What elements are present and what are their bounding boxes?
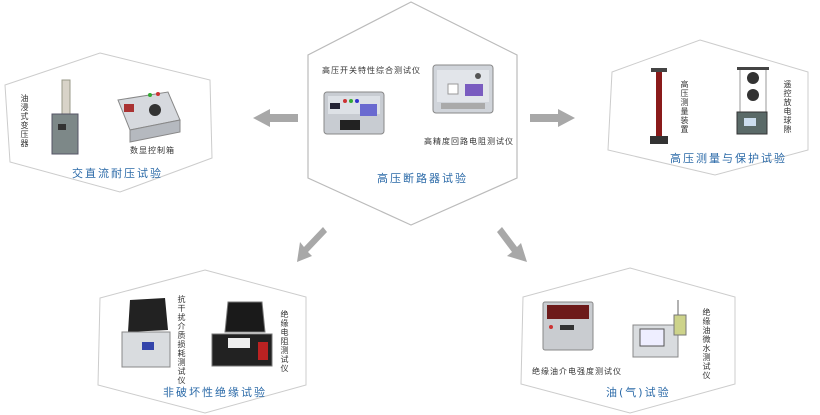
right-item-0-label: 高压测量装置: [680, 80, 689, 134]
left-hexagon: [4, 52, 213, 193]
left-item-1-label: 数显控制箱: [130, 146, 175, 155]
switch-tester-device: [323, 91, 385, 135]
oil-dielectric-tester-device: [542, 301, 594, 351]
loop-resistance-tester-device: [432, 64, 494, 114]
oil-micro-water-tester-device: [632, 300, 687, 358]
oil-transformer-device: [51, 79, 79, 155]
center-item-0-label: 高压开关特性综合测试仪: [322, 66, 421, 75]
right-title: 高压测量与保护试验: [670, 152, 787, 165]
arrow-down-left-icon: [297, 227, 327, 262]
right-item-1-label: 遥控放电球隙: [783, 80, 792, 134]
left-item-0-label: 油浸式变压器: [20, 94, 29, 148]
sphere-gap-device: [736, 67, 769, 135]
hv-measuring-device: [650, 68, 668, 144]
arrow-down-right-icon: [497, 227, 527, 262]
bottom-right-title: 油(气)试验: [606, 386, 671, 399]
arrow-right-icon: [530, 109, 575, 127]
center-hexagon: [307, 1, 518, 226]
arrow-left-icon: [253, 109, 298, 127]
control-box-device: [117, 91, 181, 143]
bottom-left-item-1-label: 绝缘电阻测试仪: [280, 310, 289, 373]
bottom-left-title: 非破坏性绝缘试验: [163, 386, 267, 399]
insulation-resistance-tester-device: [211, 301, 273, 367]
center-item-1-label: 高精度回路电阻测试仪: [424, 137, 514, 146]
dielectric-loss-tester-device: [121, 298, 171, 368]
bottom-right-item-1-label: 绝缘油微水测试仪: [702, 308, 711, 380]
center-title: 高压断路器试验: [377, 172, 468, 185]
left-title: 交直流耐压试验: [72, 167, 163, 180]
bottom-left-item-0-label: 抗干扰介质损耗测试仪: [177, 295, 186, 385]
bottom-right-item-0-label: 绝缘油介电强度测试仪: [532, 367, 622, 376]
